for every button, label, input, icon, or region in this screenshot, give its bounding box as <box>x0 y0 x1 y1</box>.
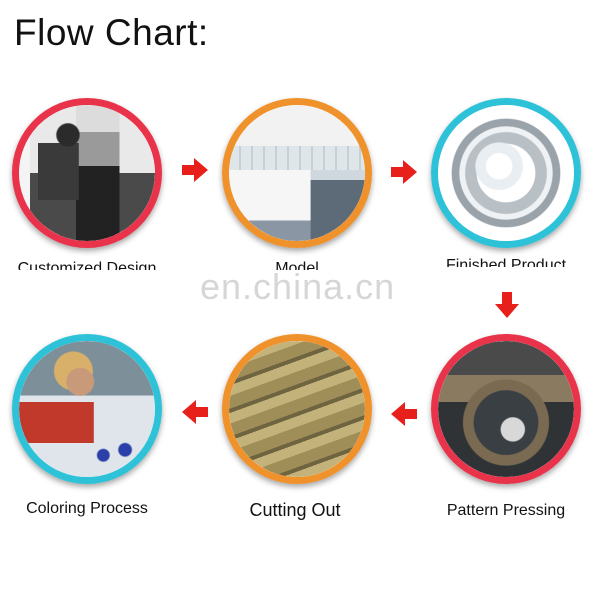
factory-machines-photo <box>229 105 365 241</box>
step-label-pattern-pressing: Pattern Pressing <box>446 502 566 519</box>
step-label-finished-product: Finished Product <box>445 257 567 267</box>
designer-at-computer-photo <box>19 105 155 241</box>
step-cutting-out <box>222 334 372 484</box>
step-coloring-process <box>12 334 162 484</box>
step-pattern-pressing <box>431 334 581 484</box>
arrow-down-icon <box>495 292 519 318</box>
arrow-left-icon <box>391 402 417 426</box>
step-finished-product <box>431 98 581 248</box>
step-model <box>222 98 372 248</box>
page-title: Flow Chart: <box>14 12 209 53</box>
step-label-coloring-process: Coloring Process <box>26 500 148 517</box>
cutting-machine-photo <box>229 341 365 477</box>
step-label-cutting-out: Cutting Out <box>249 500 341 520</box>
watermark: en.china.cn <box>200 266 396 307</box>
worker-coloring-photo <box>19 341 155 477</box>
arrow-right-icon <box>391 160 417 184</box>
arrow-right-icon <box>182 158 208 182</box>
step-customized-design <box>12 98 162 248</box>
pressing-machine-photo <box>438 341 574 477</box>
arrow-left-icon <box>182 400 208 424</box>
step-label-customized-design: Customized Design <box>17 260 157 270</box>
step-label-model: Model <box>275 260 319 270</box>
jeweled-bag-hanger-photo <box>438 105 574 241</box>
